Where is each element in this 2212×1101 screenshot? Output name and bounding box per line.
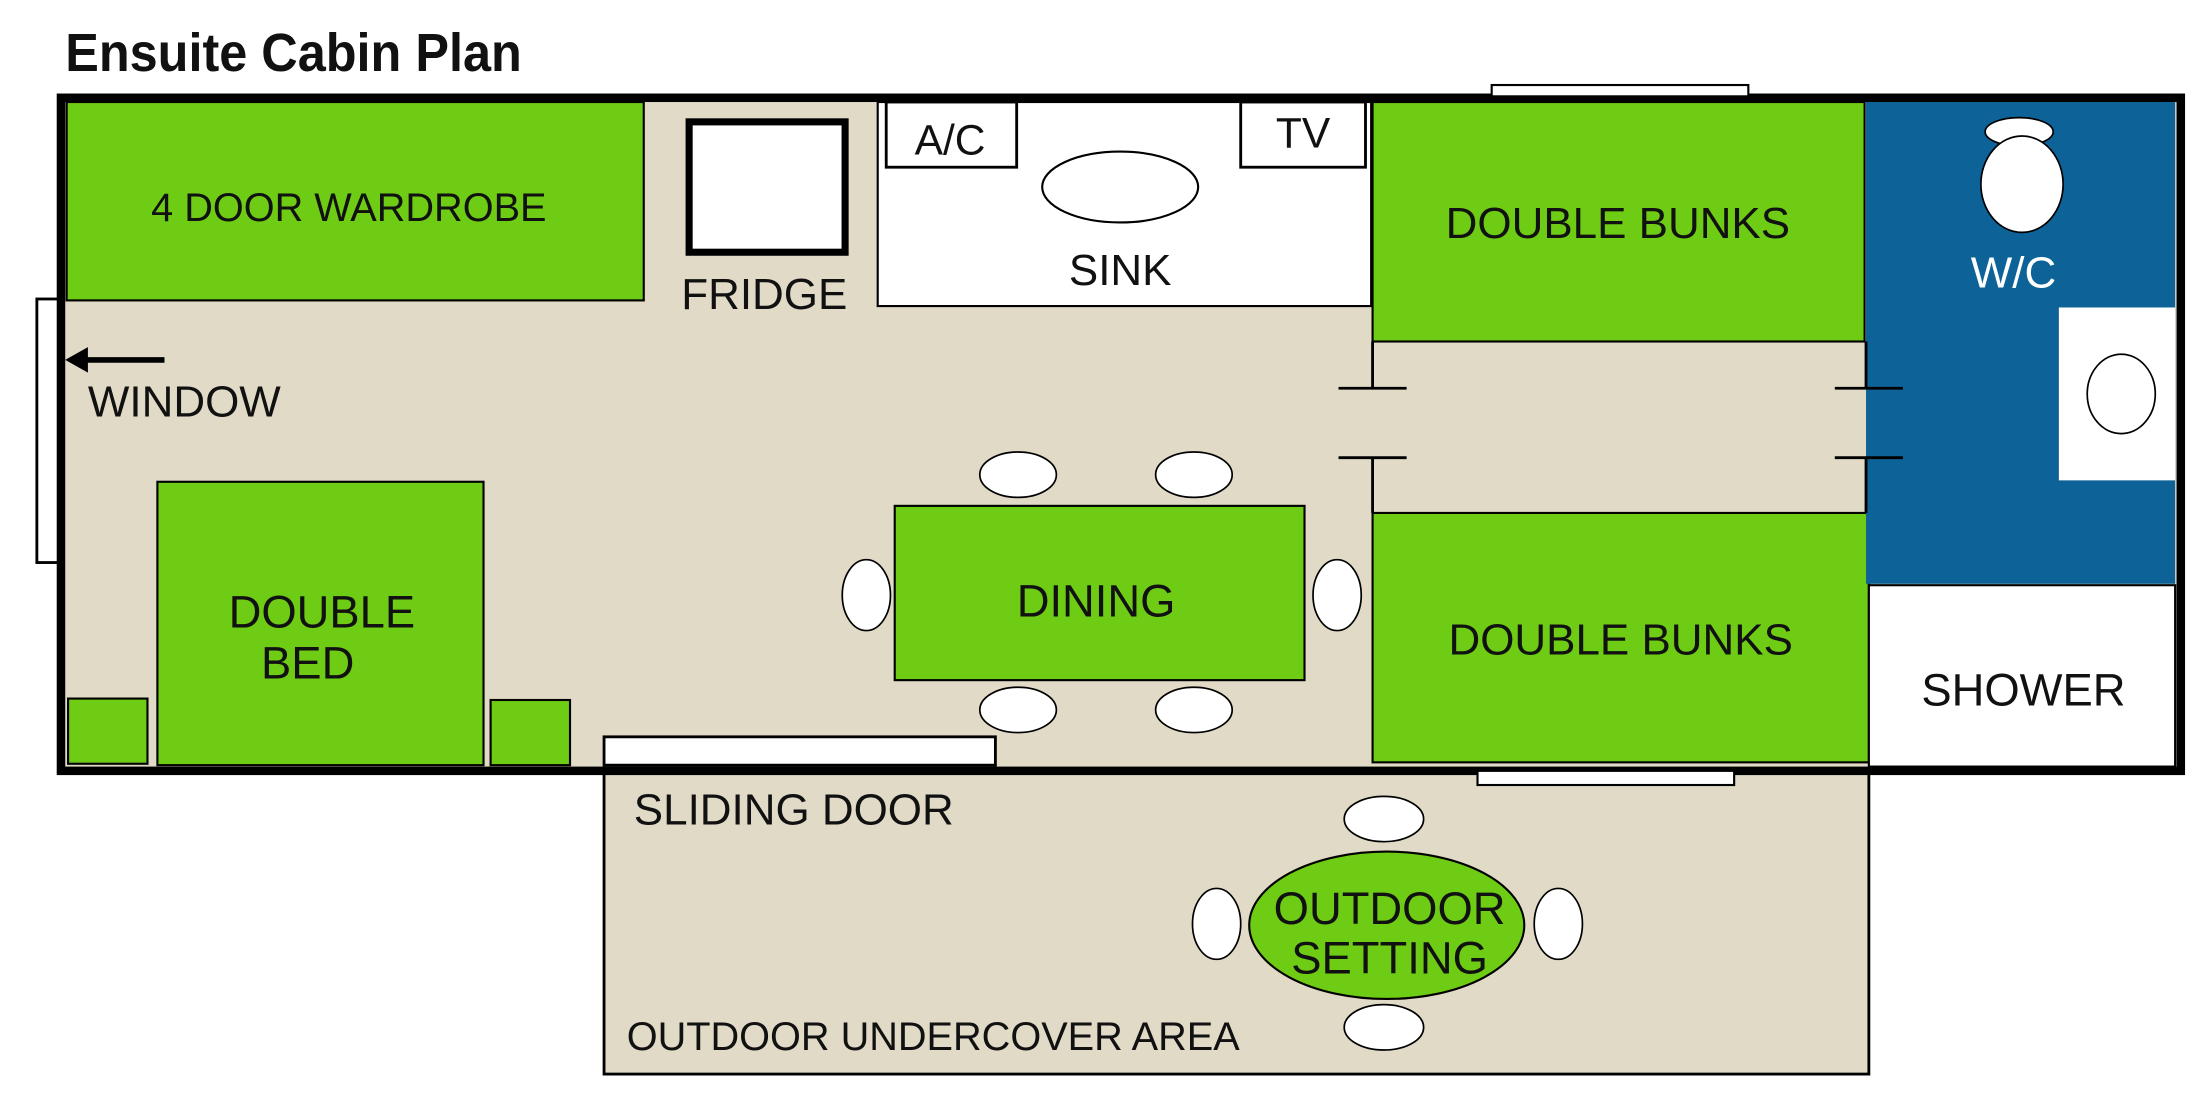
fridge (685, 118, 849, 256)
dining-chair (978, 686, 1058, 734)
outdoor-setting-table (1248, 850, 1526, 1001)
vanity-basin (2086, 353, 2157, 435)
outdoor-chair (1343, 795, 1425, 843)
sink-basin (1041, 150, 1200, 224)
double-bunks-top (1371, 100, 1866, 343)
toilet-bowl (1980, 135, 2064, 234)
dining-chair (1154, 451, 1234, 499)
bunks-top-label: DOUBLE BUNKS (1446, 199, 1790, 248)
bedside-table-left (66, 697, 149, 765)
plan-title: Ensuite Cabin Plan (65, 23, 522, 83)
sliding-door (602, 735, 997, 767)
window-label: WINDOW (88, 378, 281, 427)
tv-label: TV (1276, 110, 1331, 157)
dining-chair (841, 558, 892, 632)
fridge-label: FRIDGE (681, 270, 847, 319)
outdoor-chair (1343, 1003, 1425, 1051)
double-bed-label-line2: BED (261, 638, 354, 689)
double-bed (156, 480, 485, 767)
shower-label: SHOWER (1921, 665, 2125, 716)
dining-chair (1312, 558, 1363, 632)
wc-label: W/C (1971, 249, 2056, 298)
double-bunks-bottom (1371, 511, 1870, 764)
dining-chair (978, 451, 1058, 499)
dining-table (893, 504, 1306, 682)
outdoor-chair (1191, 887, 1242, 961)
dining-label: DINING (1017, 575, 1176, 626)
bottom-window (1476, 769, 1736, 787)
outdoor-area-label: OUTDOOR UNDERCOVER AREA (627, 1015, 1241, 1059)
wardrobe-label: 4 DOOR WARDROBE (151, 186, 546, 230)
sliding-door-label: SLIDING DOOR (634, 786, 954, 835)
window-arrow-head (65, 347, 88, 373)
wardrobe (65, 100, 645, 302)
shower (1867, 584, 2177, 768)
outdoor-chair (1533, 887, 1584, 961)
outdoor-setting-label-line2: SETTING (1291, 932, 1488, 983)
window (35, 297, 61, 564)
bedside-table-right (489, 698, 572, 767)
ac-unit (884, 100, 1019, 169)
ac-label: A/C (915, 117, 986, 164)
dining-chair (1154, 686, 1234, 734)
top-window (1490, 83, 1750, 98)
outdoor-setting-label-line1: OUTDOOR (1274, 883, 1506, 934)
bunks-bottom-label: DOUBLE BUNKS (1449, 616, 1793, 665)
cabin-outer-wall (56, 93, 2186, 776)
double-bed-label-line1: DOUBLE (229, 587, 416, 638)
sink-label: SINK (1069, 246, 1172, 295)
